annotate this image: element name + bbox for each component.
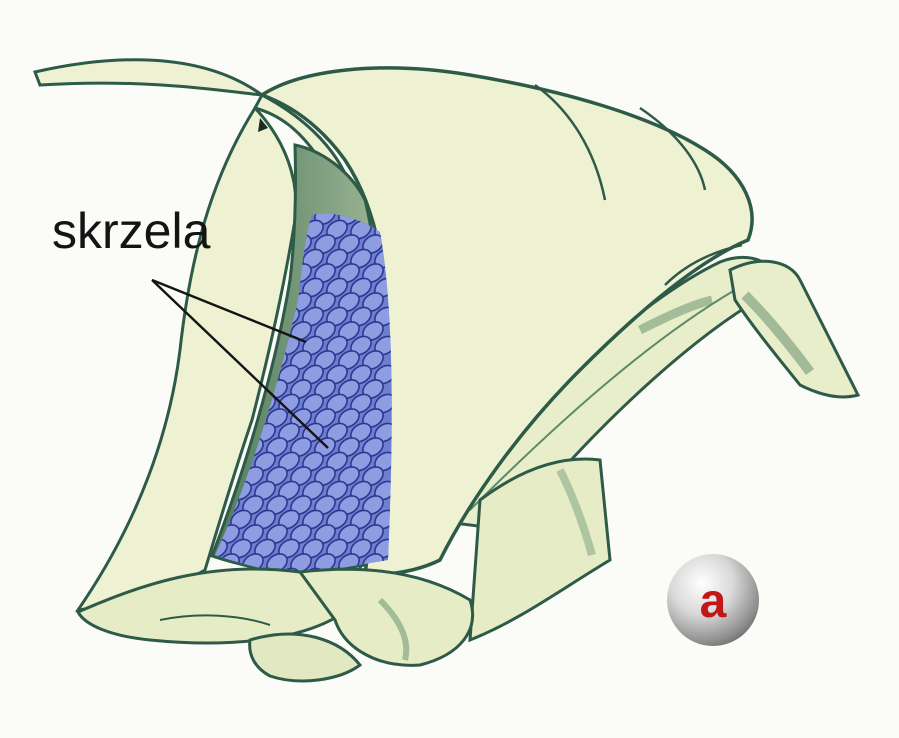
figure-badge: a <box>667 554 759 646</box>
antenna <box>35 60 262 95</box>
leg-segment-outer <box>730 261 858 397</box>
figure-letter: a <box>700 575 727 628</box>
gill-label: skrzela <box>52 203 211 259</box>
